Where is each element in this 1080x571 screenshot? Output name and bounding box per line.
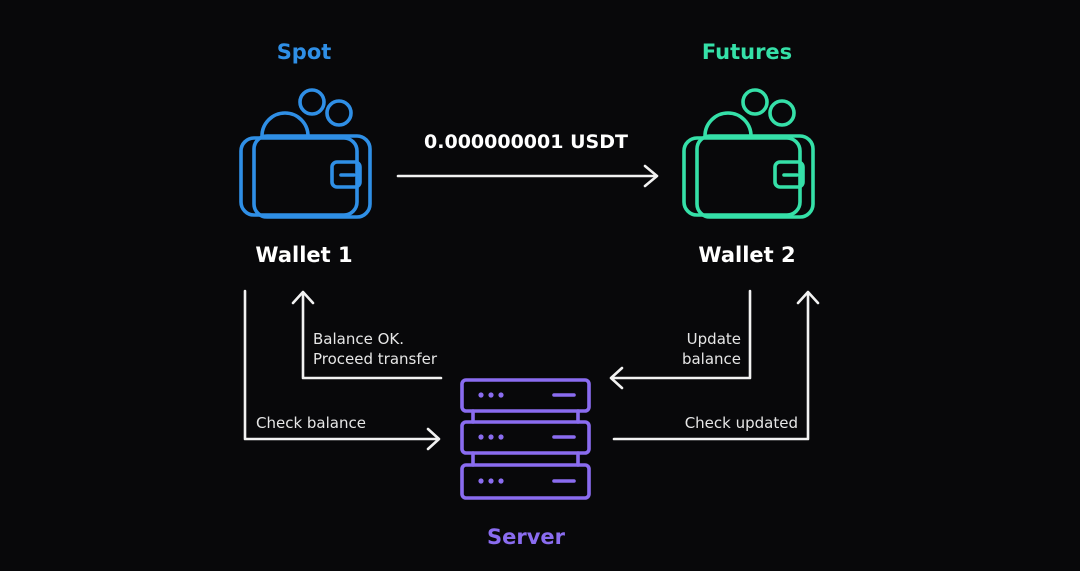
futures-title: Futures bbox=[702, 40, 792, 64]
balance-ok-label-line1: Balance OK. bbox=[313, 330, 404, 348]
wallet-2-label: Wallet 2 bbox=[698, 243, 795, 267]
transfer-arrow bbox=[396, 164, 659, 188]
transfer-amount: 0.000000001 USDT bbox=[424, 131, 628, 153]
server-indicator-lights bbox=[478, 392, 504, 484]
check-balance-arrow bbox=[243, 289, 441, 451]
check-updated-arrow bbox=[612, 290, 820, 441]
update-balance-label-line1: Update bbox=[687, 330, 741, 348]
balance-ok-label-line2: Proceed transfer bbox=[313, 350, 438, 368]
update-balance-arrow bbox=[609, 289, 752, 390]
server-icon bbox=[460, 378, 591, 500]
check-balance-label: Check balance bbox=[256, 414, 366, 432]
check-updated-label: Check updated bbox=[685, 414, 798, 432]
update-balance-label-line2: balance bbox=[682, 350, 741, 368]
wallet-1-label: Wallet 1 bbox=[255, 243, 352, 267]
spot-title: Spot bbox=[277, 40, 332, 64]
server-label: Server bbox=[487, 525, 566, 549]
futures-wallet-icon bbox=[682, 88, 815, 219]
balance-ok-arrow bbox=[291, 290, 443, 380]
spot-wallet-icon bbox=[239, 88, 372, 219]
